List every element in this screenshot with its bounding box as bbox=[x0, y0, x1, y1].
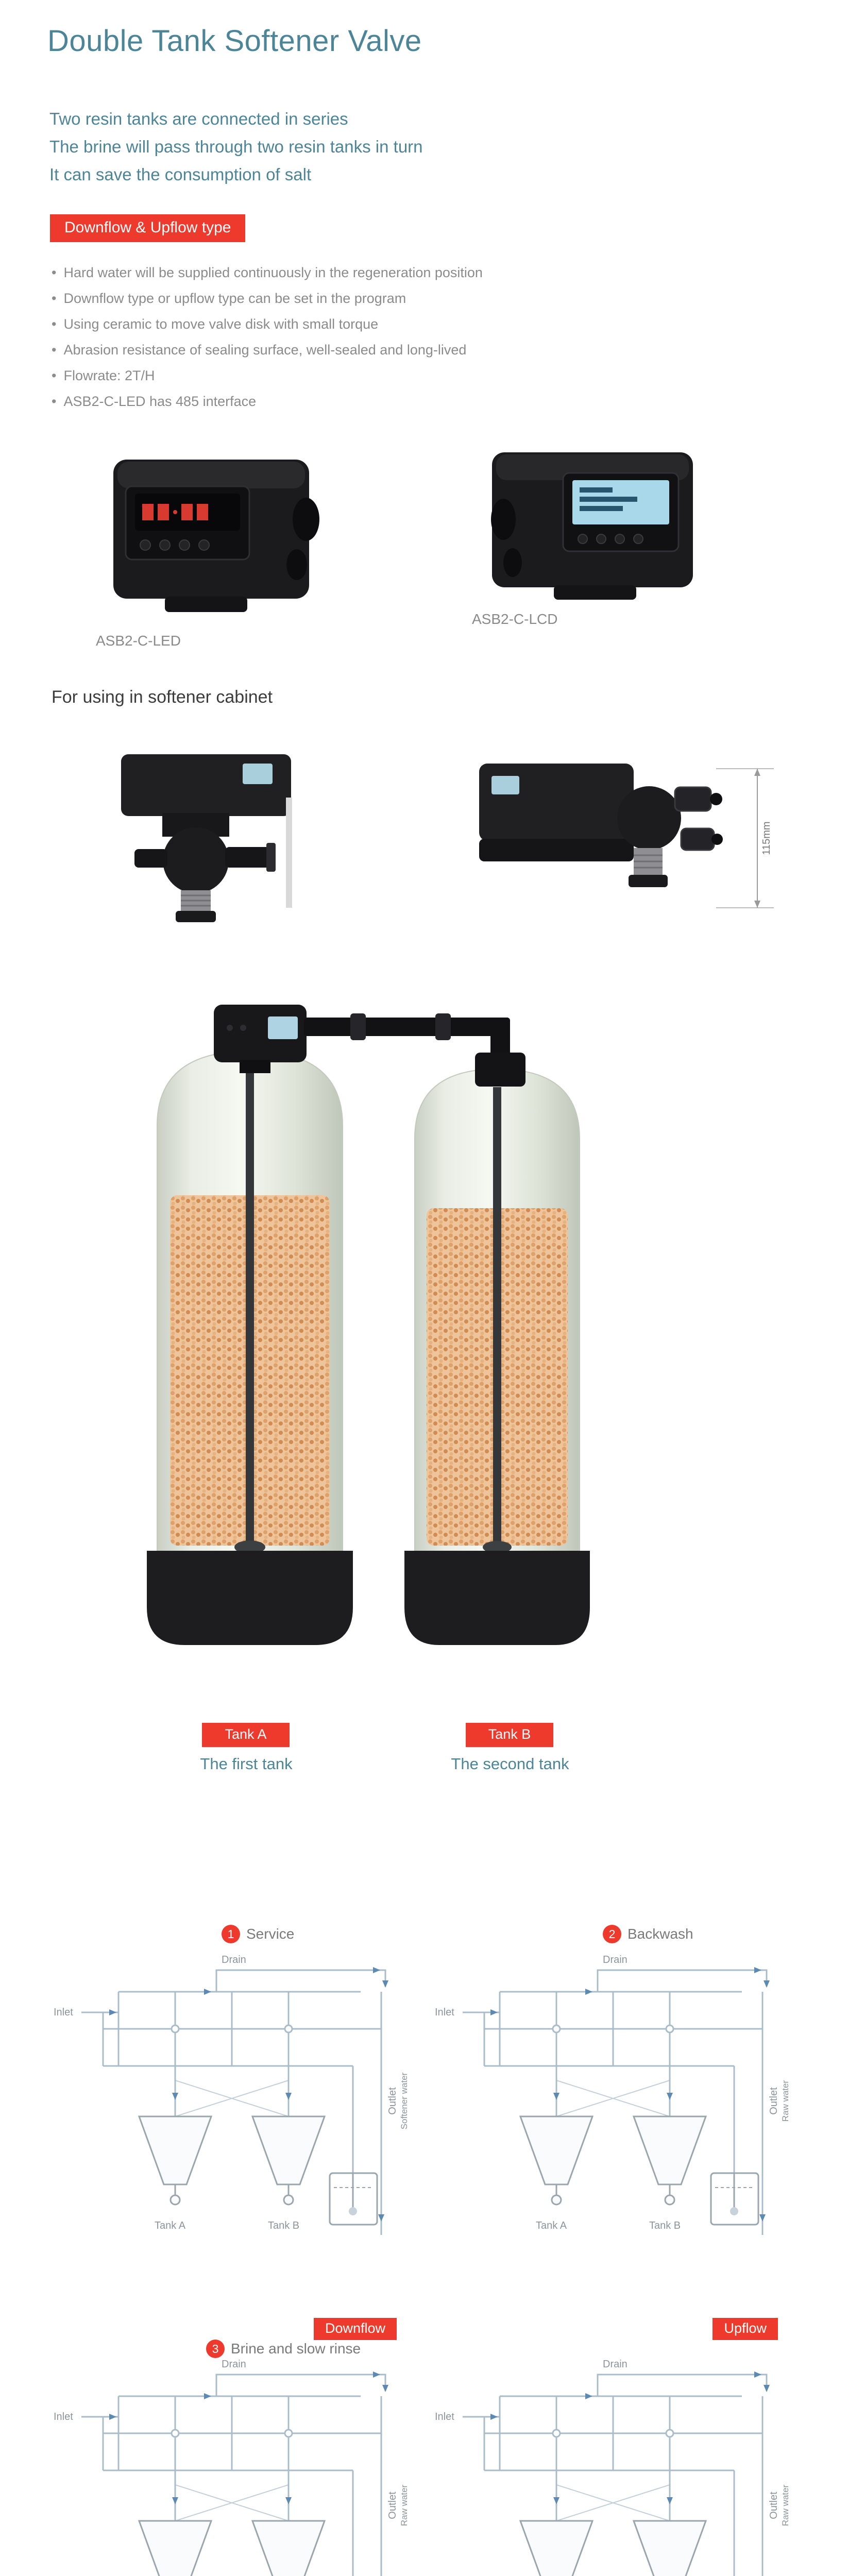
upflow-badge: Upflow bbox=[713, 2318, 778, 2340]
drain-label: Drain bbox=[222, 1954, 246, 1965]
feature-item: Using ceramic to move valve disk with sm… bbox=[52, 311, 483, 337]
tank-b-label: Tank B bbox=[649, 2220, 681, 2231]
tank-b-label: Tank B bbox=[268, 2220, 299, 2231]
double-tank-figure bbox=[147, 1005, 590, 1645]
cabinet-valve-image-1 bbox=[121, 754, 292, 922]
flow-schematic: Inlet Drain Tank A Tank B Outlet Raw wat… bbox=[54, 2359, 409, 2576]
lcd-product-label: ASB2-C-LCD bbox=[472, 611, 558, 627]
step-number: 1 bbox=[222, 1925, 240, 1943]
tank-b-image bbox=[404, 1053, 590, 1645]
inlet-label: Inlet bbox=[435, 2411, 454, 2422]
diagram-brine-slow-rinse-downflow: Downflow 3 Brine and slow rinse bbox=[52, 2317, 417, 2576]
feature-item: Hard water will be supplied continuously… bbox=[52, 260, 482, 285]
subtitle-line: The brine will pass through two resin ta… bbox=[49, 137, 423, 156]
outlet-label: Outlet bbox=[768, 2492, 779, 2519]
tank-a-badge: Tank A bbox=[202, 1723, 290, 1747]
lcd-valve-image bbox=[491, 452, 693, 600]
step-title: Backwash bbox=[627, 1926, 693, 1942]
feature-item: Abrasion resistance of sealing surface, … bbox=[52, 337, 483, 363]
downflow-badge: Downflow bbox=[313, 2318, 397, 2340]
drain-label: Drain bbox=[603, 2359, 627, 2370]
flow-schematic: Inlet Drain Tank A Tank B Outlet Raw wat… bbox=[435, 1954, 790, 2235]
cabinet-section-heading: For using in softener cabinet bbox=[52, 687, 273, 707]
flow-diagram-image: Inlet Drain Tank A Tank B Outlet Softene… bbox=[52, 1946, 412, 2266]
outlet-label: Outlet bbox=[387, 2087, 398, 2115]
step-title: Service bbox=[246, 1926, 295, 1942]
feature-item: Downflow type or upflow type can be set … bbox=[52, 285, 483, 311]
diagram-service: 1 Service bbox=[52, 1912, 417, 2273]
tank-b-badge: Tank B bbox=[466, 1723, 553, 1747]
flow-diagram-image: Inlet Drain Tank A Tank B Outlet Raw wat… bbox=[433, 1946, 793, 2266]
led-product-label: ASB2-C-LED bbox=[96, 633, 181, 649]
flow-diagram-image: Inlet Drain Tank A Tank B Outlet Raw wat… bbox=[52, 2351, 412, 2576]
feature-item: ASB2-C-LED has 485 interface bbox=[52, 388, 483, 414]
outlet-water-type-label: Raw water bbox=[781, 2080, 790, 2122]
flow-schematic: Inlet Drain Tank A Tank B Outlet Softene… bbox=[54, 1954, 409, 2235]
outlet-water-type-label: Raw water bbox=[781, 2485, 790, 2527]
tank-a-label: Tank A bbox=[155, 2220, 186, 2231]
tank-b-caption: The second tank bbox=[451, 1755, 569, 1773]
cabinet-valve-image-2: 115mm bbox=[479, 764, 774, 908]
outlet-label: Outlet bbox=[768, 2087, 779, 2115]
subtitle-line: It can save the consumption of salt bbox=[49, 165, 312, 184]
tank-a-caption: The first tank bbox=[200, 1755, 293, 1773]
flow-diagrams-section: 1 Service bbox=[52, 1912, 799, 2576]
outlet-water-type-label: Raw water bbox=[399, 2485, 409, 2527]
outlet-label: Outlet bbox=[387, 2492, 398, 2519]
inlet-label: Inlet bbox=[54, 2411, 73, 2422]
feature-item: Flowrate: 2T/H bbox=[52, 363, 483, 388]
flow-schematic: Inlet Drain Tank A Tank B Outlet Raw wat… bbox=[435, 2359, 790, 2576]
tank-a-label: Tank A bbox=[536, 2220, 567, 2231]
flow-diagram-image: Inlet Drain Tank A Tank B Outlet Raw wat… bbox=[433, 2351, 793, 2576]
inlet-label: Inlet bbox=[435, 2007, 454, 2018]
drain-label: Drain bbox=[603, 1954, 627, 1965]
step-title: Brine and slow rinse bbox=[231, 2341, 361, 2357]
led-valve-image bbox=[113, 460, 319, 612]
type-badge: Downflow & Upflow type bbox=[50, 214, 246, 242]
page-title: Double Tank Softener Valve bbox=[47, 24, 422, 58]
drain-label: Drain bbox=[222, 2359, 246, 2370]
diagram-brine-slow-rinse-upflow: Upflow bbox=[433, 2317, 799, 2576]
step-number: 2 bbox=[603, 1925, 621, 1943]
outlet-water-type-label: Softener water bbox=[399, 2072, 409, 2129]
subtitle-line: Two resin tanks are connected in series bbox=[49, 109, 348, 128]
feature-list: Hard water will be supplied continuously… bbox=[52, 260, 483, 414]
diagram-backwash: 2 Backwash bbox=[433, 1912, 799, 2273]
control-valve-image bbox=[214, 1005, 307, 1073]
dimension-label: 115mm bbox=[761, 821, 772, 855]
tank-a-image bbox=[147, 1050, 353, 1645]
inlet-label: Inlet bbox=[54, 2007, 73, 2018]
step-number: 3 bbox=[206, 2340, 225, 2358]
